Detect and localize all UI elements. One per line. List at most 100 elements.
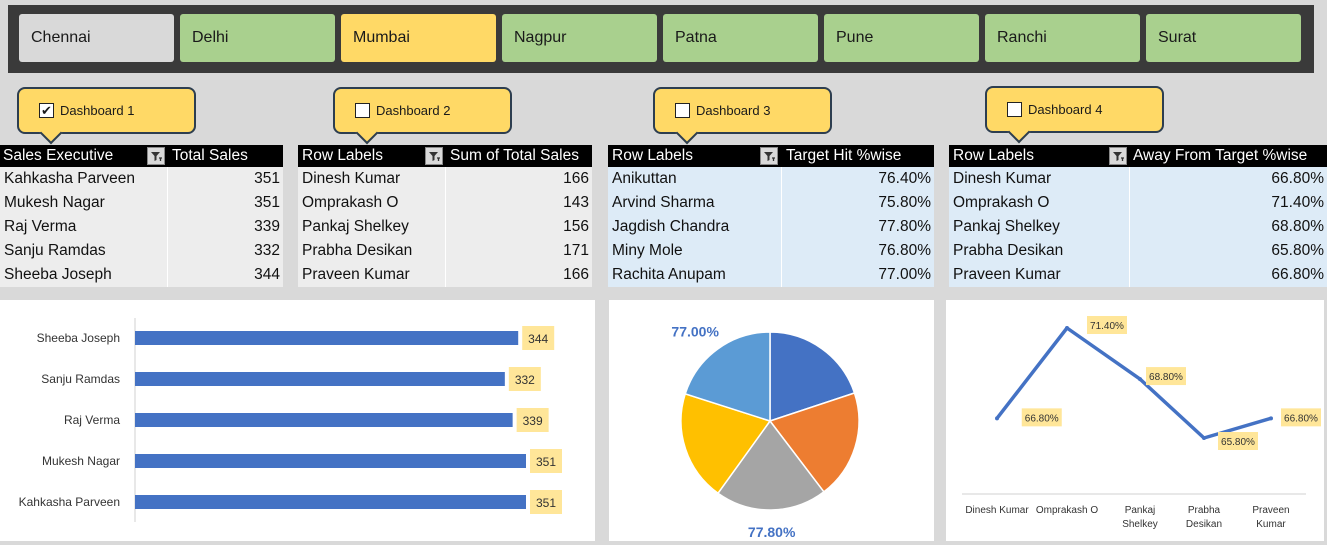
dashboard-3-label: Dashboard 3 [696, 103, 771, 118]
filter-dropdown-icon[interactable] [147, 147, 165, 165]
row-value: 351 [254, 194, 280, 211]
row-label: Anikuttan [608, 167, 782, 191]
city-button-delhi[interactable]: Delhi [180, 14, 335, 62]
data-label-background [508, 367, 541, 391]
pivot-table-target-hit: Row Labels Target Hit %wise Anikuttan 76.… [608, 145, 934, 287]
x-tick-label: Prabha [1188, 505, 1221, 516]
city-button-nagpur[interactable]: Nagpur [502, 14, 657, 62]
category-label: Raj Verma [64, 413, 120, 427]
filter-dropdown-icon[interactable] [1109, 147, 1127, 165]
row-label: Miny Mole [608, 239, 782, 263]
dashboard-1-toggle[interactable]: ✔ Dashboard 1 [17, 87, 196, 134]
data-label: 351 [536, 455, 556, 469]
bar[interactable] [135, 372, 505, 386]
city-button-patna[interactable]: Patna [663, 14, 818, 62]
dashboard-2-checkbox[interactable] [355, 103, 370, 118]
table-row[interactable]: Anikuttan 76.40% [608, 167, 934, 191]
dashboard-4-toggle[interactable]: Dashboard 4 [985, 86, 1164, 133]
pie-slice[interactable] [716, 419, 825, 511]
city-button-surat[interactable]: Surat [1146, 14, 1301, 62]
row-value: 166 [563, 170, 589, 187]
dashboard-2-toggle[interactable]: Dashboard 2 [333, 87, 512, 134]
x-tick-label: Shelkey [1122, 519, 1158, 530]
bar[interactable] [135, 413, 513, 427]
pie-data-label: 77.80% [748, 524, 796, 540]
row-value: 71.40% [1271, 194, 1324, 211]
city-button-chennai[interactable]: Chennai [19, 14, 174, 62]
x-tick-label: Dinesh Kumar [965, 505, 1029, 516]
data-point[interactable] [995, 416, 999, 421]
data-point[interactable] [1138, 377, 1142, 382]
row-value: 66.80% [1271, 266, 1324, 283]
pie-slice[interactable] [769, 331, 856, 423]
data-label-background [1281, 408, 1321, 427]
pie-slice[interactable] [768, 392, 860, 493]
filter-dropdown-icon[interactable] [760, 147, 778, 165]
data-label-background [1021, 408, 1062, 427]
data-label: 339 [523, 414, 543, 428]
category-label: Sanju Ramdas [41, 372, 120, 386]
category-label: Kahkasha Parveen [19, 495, 120, 509]
bar[interactable] [135, 495, 526, 509]
pie-slice[interactable] [680, 392, 772, 495]
data-point[interactable] [1065, 326, 1069, 330]
row-label: Pankaj Shelkey [298, 215, 446, 239]
data-label: 68.80% [1149, 372, 1183, 383]
dashboard-1-label: Dashboard 1 [60, 103, 135, 118]
city-button-ranchi[interactable]: Ranchi [985, 14, 1140, 62]
bar[interactable] [135, 331, 519, 345]
line-chart-panel[interactable]: 66.80%71.40%68.80%65.80%66.80%Dinesh Kum… [946, 300, 1324, 541]
data-point[interactable] [1202, 436, 1206, 440]
row-value: 171 [563, 242, 589, 259]
row-label: Raj Verma [0, 215, 168, 239]
row-value: 156 [563, 218, 589, 235]
row-value: 76.40% [878, 170, 931, 187]
row-value: 65.80% [1271, 242, 1324, 259]
dashboard-3-checkbox[interactable] [675, 103, 690, 118]
pivot-header: Row Labels Sum of Total Sales [298, 145, 592, 167]
row-value: 75.80% [878, 194, 931, 211]
row-value: 166 [563, 266, 589, 283]
data-label-background [522, 326, 555, 350]
data-point[interactable] [1269, 416, 1273, 421]
pivot-header: Row Labels Target Hit %wise [608, 145, 934, 167]
city-button-pune[interactable]: Pune [824, 14, 979, 62]
pie-chart-panel[interactable]: 77.00%77.80% [609, 300, 934, 541]
row-value: 143 [563, 194, 589, 211]
data-label-background [1087, 316, 1127, 334]
pivot-header: Sales Executive Total Sales [0, 145, 283, 167]
dashboard-1-checkbox[interactable]: ✔ [39, 103, 54, 118]
filter-dropdown-icon[interactable] [425, 147, 443, 165]
pivot-header: Row Labels Away From Target %wise [949, 145, 1327, 167]
table-row[interactable]: Pankaj Shelkey 156 [298, 215, 592, 239]
row-label: Pankaj Shelkey [949, 215, 1130, 239]
city-button-mumbai[interactable]: Mumbai [341, 14, 496, 62]
dashboard-3-toggle[interactable]: Dashboard 3 [653, 87, 832, 134]
pivot-table-away-from-target: Row Labels Away From Target %wise Dinesh… [949, 145, 1327, 287]
dashboard-4-checkbox[interactable] [1007, 102, 1022, 117]
bar[interactable] [135, 454, 526, 468]
pie-slice[interactable] [684, 331, 771, 423]
